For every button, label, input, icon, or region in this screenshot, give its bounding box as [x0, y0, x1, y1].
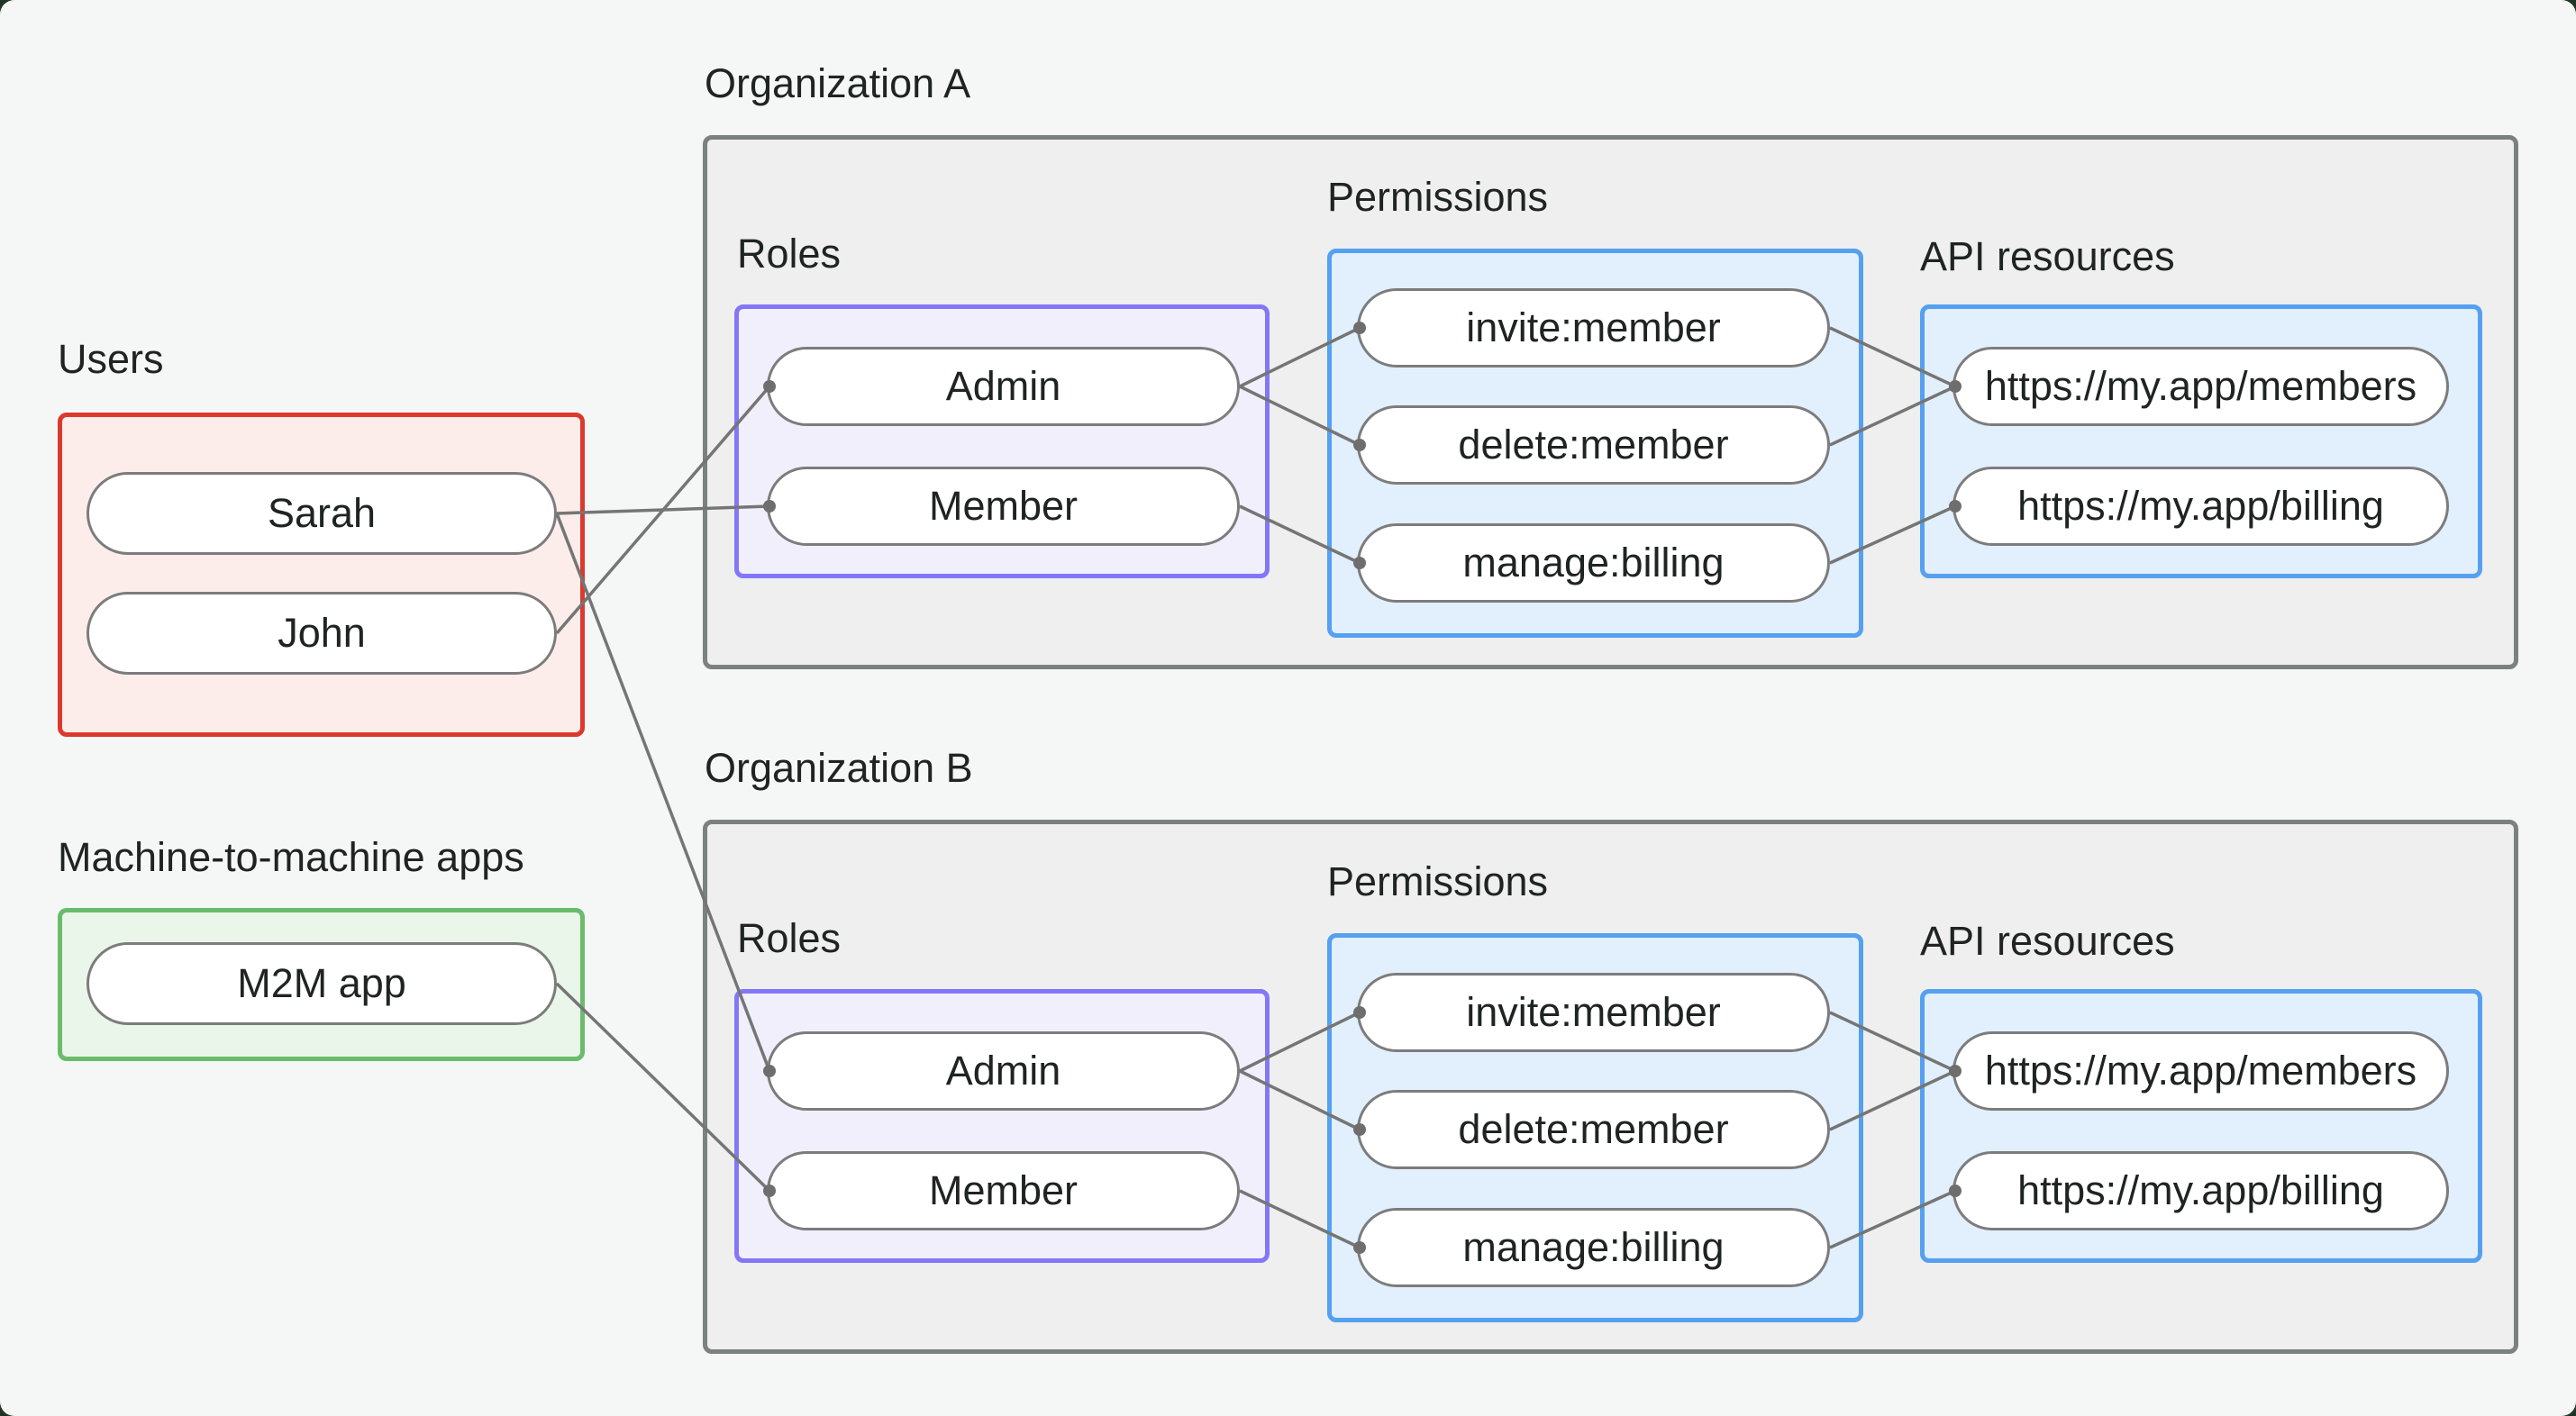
org-b-api-pill-members: https://my.app/members [1952, 1031, 2449, 1111]
org-a-permission-pill-delete-member: delete:member [1357, 405, 1830, 485]
org-b-permissions-label: Permissions [1327, 858, 1549, 904]
users-group-box [58, 413, 585, 737]
org-a-permission-pill-invite-member: invite:member [1357, 288, 1830, 368]
org-b-label: Organization B [705, 745, 973, 791]
org-b-role-pill-member: Member [767, 1151, 1240, 1230]
m2m-app-pill: M2M app [86, 942, 557, 1025]
org-b-roles-label: Roles [737, 915, 842, 961]
user-pill-john: John [86, 592, 557, 675]
org-b-permission-pill-delete-member: delete:member [1357, 1090, 1830, 1169]
org-a-permissions-label: Permissions [1327, 174, 1549, 220]
users-group-label: Users [58, 336, 164, 382]
org-b-permission-pill-manage-billing: manage:billing [1357, 1208, 1830, 1287]
org-a-api-resources-label: API resources [1920, 233, 2175, 279]
org-b-api-pill-billing: https://my.app/billing [1952, 1151, 2449, 1230]
org-a-api-pill-members: https://my.app/members [1952, 347, 2449, 426]
org-a-permission-pill-manage-billing: manage:billing [1357, 523, 1830, 603]
user-pill-sarah: Sarah [86, 472, 557, 555]
org-b-permission-pill-invite-member: invite:member [1357, 973, 1830, 1052]
org-a-role-pill-admin: Admin [767, 347, 1240, 426]
org-b-api-resources-label: API resources [1920, 918, 2175, 964]
org-a-api-pill-billing: https://my.app/billing [1952, 467, 2449, 546]
m2m-group-label: Machine-to-machine apps [58, 834, 524, 880]
org-a-role-pill-member: Member [767, 467, 1240, 546]
org-b-role-pill-admin: Admin [767, 1031, 1240, 1111]
org-a-label: Organization A [705, 60, 971, 106]
org-a-roles-label: Roles [737, 231, 842, 277]
